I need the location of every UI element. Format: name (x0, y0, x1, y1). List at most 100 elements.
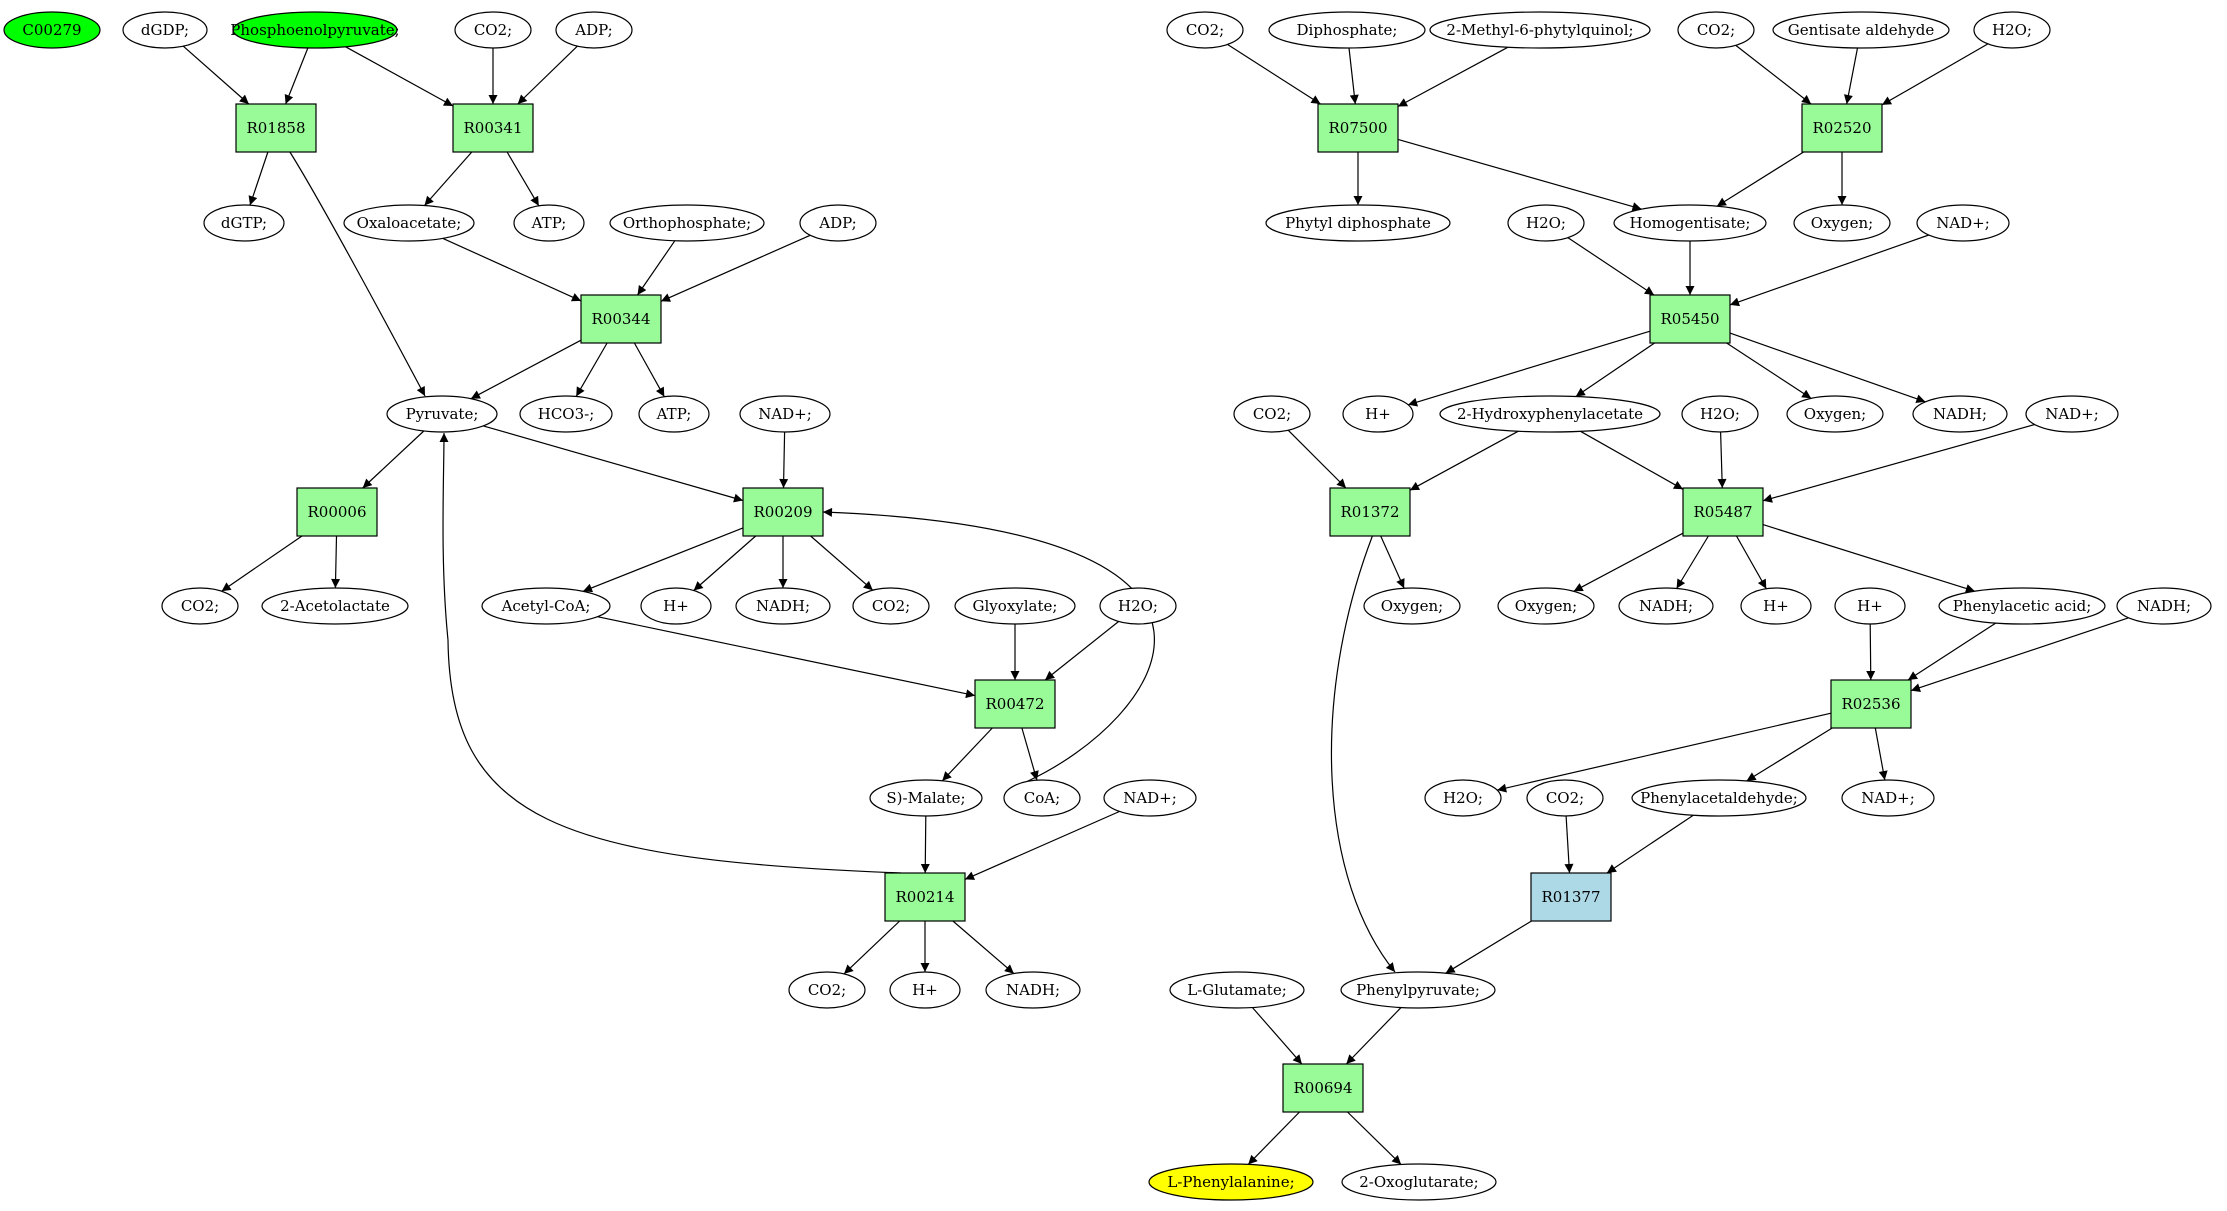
reaction-node-r02536[interactable]: R02536 (1830, 679, 1912, 729)
compound-oval[interactable] (454, 11, 532, 49)
compound-node-nadhb[interactable]: NADH; (985, 971, 1081, 1009)
compound-oval[interactable] (638, 395, 710, 433)
compound-node-nade[interactable]: NAD+; (1841, 779, 1935, 817)
compound-node-phenylacetaldehyde[interactable]: Phenylacetaldehyde; (1631, 779, 1807, 817)
compound-oval[interactable] (3, 11, 101, 49)
reaction-box[interactable] (1329, 487, 1411, 537)
compound-node-nada[interactable]: NAD+; (739, 395, 831, 433)
compound-node-oxygenb[interactable]: Oxygen; (1786, 395, 1884, 433)
compound-node-gentisate[interactable]: Gentisate aldehyde (1772, 11, 1950, 49)
compound-node-h2oc[interactable]: H2O; (1507, 204, 1585, 242)
compound-node-oxygenc[interactable]: Oxygen; (1363, 587, 1461, 625)
compound-node-oxoglutarate[interactable]: 2-Oxoglutarate; (1341, 1163, 1497, 1201)
compound-oval[interactable] (1786, 395, 1884, 433)
compound-node-phenylaceticacid[interactable]: Phenylacetic acid; (1938, 587, 2106, 625)
compound-node-pyruvate[interactable]: Pyruvate; (386, 395, 498, 433)
reaction-box[interactable] (1830, 679, 1912, 729)
compound-oval[interactable] (1772, 11, 1950, 49)
compound-oval[interactable] (1841, 779, 1935, 817)
compound-node-hb[interactable]: H+ (889, 971, 961, 1009)
reaction-box[interactable] (974, 679, 1056, 729)
compound-oval[interactable] (852, 587, 930, 625)
reaction-box[interactable] (1649, 294, 1731, 344)
compound-oval[interactable] (161, 587, 239, 625)
compound-node-homogentisate[interactable]: Homogentisate; (1613, 204, 1767, 242)
compound-oval[interactable] (481, 587, 611, 625)
compound-oval[interactable] (122, 11, 208, 49)
compound-oval[interactable] (609, 204, 765, 242)
reaction-node-r00472[interactable]: R00472 (974, 679, 1056, 729)
compound-oval[interactable] (1103, 779, 1197, 817)
reaction-box[interactable] (884, 872, 966, 922)
compound-oval[interactable] (1740, 587, 1812, 625)
compound-node-phenylpyruvate[interactable]: Phenylpyruvate; (1340, 971, 1496, 1009)
reaction-box[interactable] (452, 103, 534, 153)
compound-node-hd[interactable]: H+ (1740, 587, 1812, 625)
compound-node-ha[interactable]: H+ (640, 587, 712, 625)
compound-node-nadd[interactable]: NAD+; (2025, 395, 2119, 433)
reaction-node-r00214[interactable]: R00214 (884, 872, 966, 922)
reaction-node-r01377[interactable]: R01377 (1530, 872, 1612, 922)
compound-node-mpq[interactable]: 2-Methyl-6-phytylquinol; (1429, 11, 1651, 49)
compound-oval[interactable] (1340, 971, 1496, 1009)
compound-oval[interactable] (1938, 587, 2106, 625)
compound-oval[interactable] (1099, 587, 1177, 625)
compound-node-atpa[interactable]: ATP; (513, 204, 585, 242)
compound-oval[interactable] (261, 587, 409, 625)
compound-oval[interactable] (1268, 11, 1426, 49)
compound-node-adpb[interactable]: ADP; (799, 204, 877, 242)
compound-node-co2g[interactable]: CO2; (1233, 395, 1311, 433)
compound-oval[interactable] (889, 971, 961, 1009)
compound-oval[interactable] (799, 204, 877, 242)
compound-node-acetylcoa[interactable]: Acetyl-CoA; (481, 587, 611, 625)
compound-oval[interactable] (1424, 779, 1502, 817)
compound-oval[interactable] (203, 204, 285, 242)
compound-oval[interactable] (1681, 395, 1759, 433)
compound-oval[interactable] (739, 395, 831, 433)
compound-node-phytyldp[interactable]: Phytyl diphosphate (1265, 204, 1451, 242)
compound-oval[interactable] (1429, 11, 1651, 49)
compound-node-nadhd[interactable]: NADH; (1618, 587, 1714, 625)
compound-oval[interactable] (1677, 11, 1755, 49)
compound-oval[interactable] (1613, 204, 1767, 242)
compound-node-hpa[interactable]: 2-Hydroxyphenylacetate (1439, 395, 1661, 433)
compound-node-nadb[interactable]: NAD+; (1103, 779, 1197, 817)
compound-oval[interactable] (1912, 395, 2008, 433)
reaction-node-r01858[interactable]: R01858 (235, 103, 317, 153)
compound-oval[interactable] (1507, 204, 1585, 242)
compound-node-h2oa[interactable]: H2O; (1099, 587, 1177, 625)
compound-node-glutamate[interactable]: L-Glutamate; (1169, 971, 1305, 1009)
reaction-node-r00344[interactable]: R00344 (580, 294, 662, 344)
compound-node-coa[interactable]: CoA; (1003, 779, 1081, 817)
reaction-box[interactable] (1282, 1063, 1364, 1113)
reaction-node-r00341[interactable]: R00341 (452, 103, 534, 153)
compound-node-nadhe[interactable]: NADH; (2116, 587, 2212, 625)
compound-oval[interactable] (1439, 395, 1661, 433)
compound-node-co2h[interactable]: CO2; (1526, 779, 1604, 817)
compound-node-malate[interactable]: S)-Malate; (869, 779, 983, 817)
reaction-box[interactable] (296, 487, 378, 537)
compound-oval[interactable] (1233, 395, 1311, 433)
compound-node-h2od[interactable]: H2O; (1681, 395, 1759, 433)
compound-oval[interactable] (343, 204, 475, 242)
compound-oval[interactable] (1169, 971, 1305, 1009)
compound-node-he[interactable]: H+ (1834, 587, 1906, 625)
compound-node-phe[interactable]: L-Phenylalanine; (1148, 1163, 1314, 1201)
compound-oval[interactable] (1363, 587, 1461, 625)
compound-oval[interactable] (1618, 587, 1714, 625)
compound-oval[interactable] (2116, 587, 2212, 625)
reaction-box[interactable] (1317, 103, 1399, 153)
compound-node-co2e[interactable]: CO2; (1166, 11, 1244, 49)
compound-oval[interactable] (954, 587, 1076, 625)
compound-oval[interactable] (1265, 204, 1451, 242)
compound-node-adpa[interactable]: ADP; (555, 11, 633, 49)
compound-oval[interactable] (1916, 204, 2010, 242)
reaction-node-r01372[interactable]: R01372 (1329, 487, 1411, 537)
compound-oval[interactable] (1003, 779, 1081, 817)
compound-node-orthophosphate[interactable]: Orthophosphate; (609, 204, 765, 242)
compound-node-acetolactate[interactable]: 2-Acetolactate (261, 587, 409, 625)
compound-node-co2f[interactable]: CO2; (1677, 11, 1755, 49)
reaction-node-r02520[interactable]: R02520 (1801, 103, 1883, 153)
compound-oval[interactable] (1973, 11, 2051, 49)
compound-node-atpb[interactable]: ATP; (638, 395, 710, 433)
